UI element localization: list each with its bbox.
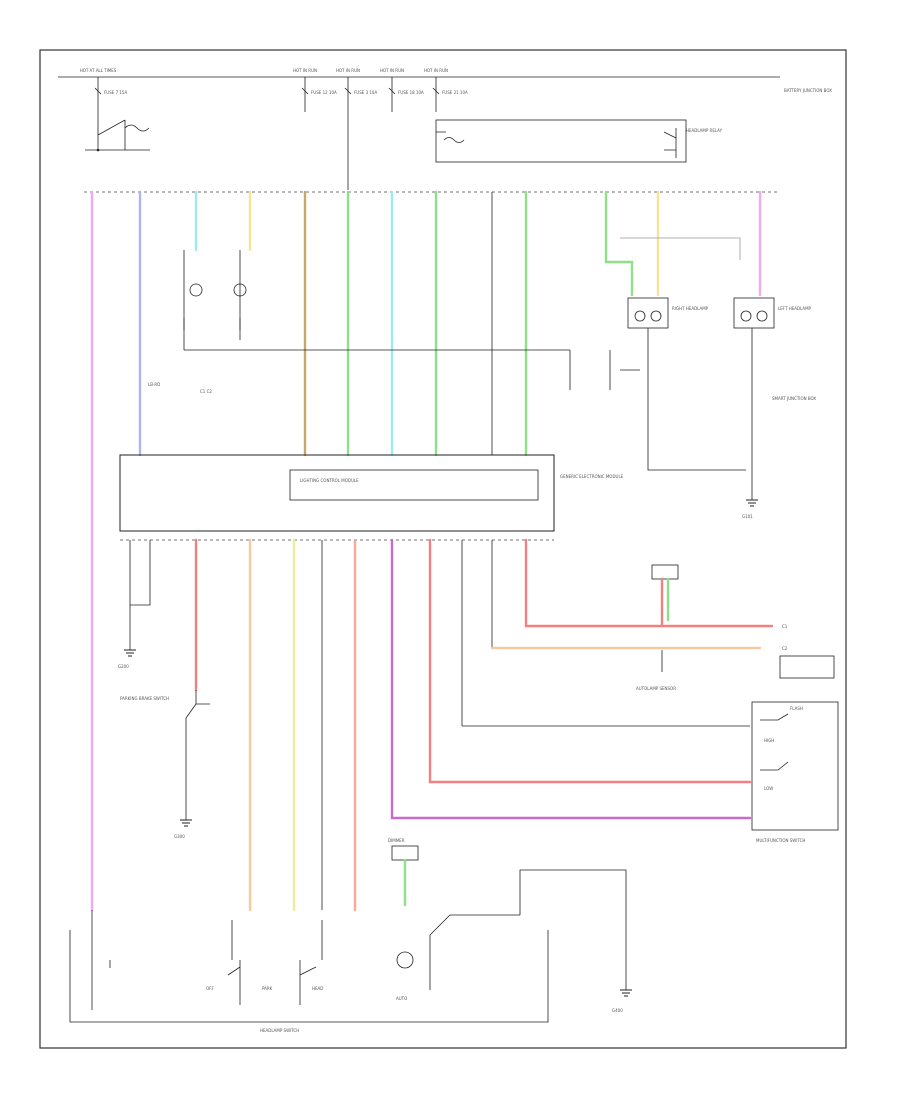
svg-text:C1 C2: C1 C2 [200,389,212,394]
headlamp-switch: OFF PARK HEAD AUTO HEADLAMP SWITCH G400 [69,869,632,1033]
hot-label-1: HOT AT ALL TIMES [80,68,117,73]
svg-text:HEADLAMP RELAY: HEADLAMP RELAY [686,128,723,133]
multifunction-switch: FLASH HIGH LOW MULTIFUNCTION SWITCH [751,701,839,843]
svg-text:G101: G101 [742,514,753,519]
headlamp-symbols: RIGHT HEADLAMP LEFT HEADLAMP SMART JUNCT… [627,297,816,519]
svg-text:FUSE 12 10A: FUSE 12 10A [311,90,337,95]
svg-text:AUTO: AUTO [396,996,407,1001]
svg-text:DIMMER: DIMMER [388,838,405,843]
fuse-drops: FUSE 7 15A FUSE 12 10A FUSE 3 10A FUSE 1… [94,77,468,190]
upper-wires [90,190,762,912]
diagram-frame [39,49,847,1049]
right-connectors: C1 C2 [779,624,835,679]
top-left-relay [85,119,150,152]
lower-wires: G200 [118,538,774,912]
svg-text:C2: C2 [782,646,788,651]
svg-text:PARK: PARK [262,986,273,991]
svg-text:LIGHTING CONTROL MODULE: LIGHTING CONTROL MODULE [300,478,359,483]
gem-module: GENERIC ELECTRONIC MODULE LIGHTING CONTR… [119,454,624,532]
dimmer-component: DIMMER [388,838,419,907]
svg-text:MULTIFUNCTION SWITCH: MULTIFUNCTION SWITCH [756,838,805,843]
svg-text:OFF: OFF [206,986,214,991]
headlamp-relay: HEADLAMP RELAY [435,119,723,163]
svg-text:FLASH: FLASH [790,706,803,711]
svg-text:G200: G200 [118,664,129,669]
hot-label-2: HOT IN RUN [293,68,317,73]
svg-text:AUTOLAMP SENSOR: AUTOLAMP SENSOR [636,686,676,691]
svg-text:LB-RD: LB-RD [148,382,160,387]
svg-text:HEADLAMP SWITCH: HEADLAMP SWITCH [260,1028,299,1033]
svg-text:FUSE 18 10A: FUSE 18 10A [398,90,424,95]
left-mid-components: LB-RD C1 C2 [148,250,640,394]
svg-text:C1: C1 [782,624,788,629]
svg-text:SMART JUNCTION BOX: SMART JUNCTION BOX [772,396,816,401]
parking-brake-switch: PARKING BRAKE SWITCH G300 [120,690,210,839]
hot-label-4: HOT IN RUN [380,68,404,73]
svg-text:G400: G400 [612,1008,623,1013]
hot-label-3: HOT IN RUN [336,68,360,73]
svg-text:FUSE 3 10A: FUSE 3 10A [354,90,377,95]
bjb-label: BATTERY JUNCTION BOX [784,88,832,93]
svg-text:HEAD: HEAD [312,986,323,991]
svg-text:LOW: LOW [764,786,773,791]
hot-label-5: HOT IN RUN [424,68,448,73]
svg-text:LEFT HEADLAMP: LEFT HEADLAMP [778,306,812,311]
svg-text:G300: G300 [174,834,185,839]
svg-text:HIGH: HIGH [764,738,774,743]
svg-text:FUSE 7 15A: FUSE 7 15A [104,90,127,95]
autolamp-sensor: AUTOLAMP SENSOR [636,564,679,691]
svg-text:PARKING BRAKE SWITCH: PARKING BRAKE SWITCH [120,696,169,701]
svg-text:GENERIC ELECTRONIC MODULE: GENERIC ELECTRONIC MODULE [560,474,624,479]
svg-text:RIGHT HEADLAMP: RIGHT HEADLAMP [672,306,709,311]
svg-text:FUSE 21 10A: FUSE 21 10A [442,90,468,95]
